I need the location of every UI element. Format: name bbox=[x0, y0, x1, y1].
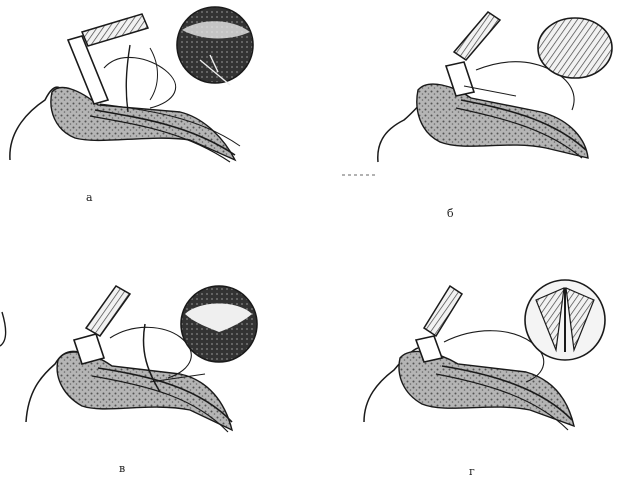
illustration-panel-b: б bbox=[316, 0, 632, 242]
illustration-panel-d: г bbox=[316, 242, 632, 484]
caption-c: в bbox=[119, 463, 125, 474]
endoscopy-drawing-a bbox=[0, 0, 316, 242]
endoscopy-drawing-b bbox=[316, 0, 632, 242]
caption-b: б bbox=[447, 208, 454, 219]
endoscopy-drawing-c bbox=[0, 242, 316, 484]
illustration-panel-a: а bbox=[0, 0, 316, 242]
caption-d: г bbox=[469, 466, 475, 477]
caption-a: а bbox=[86, 192, 93, 203]
illustration-panel-c: в bbox=[0, 242, 316, 484]
endoscopy-drawing-d bbox=[316, 242, 632, 484]
